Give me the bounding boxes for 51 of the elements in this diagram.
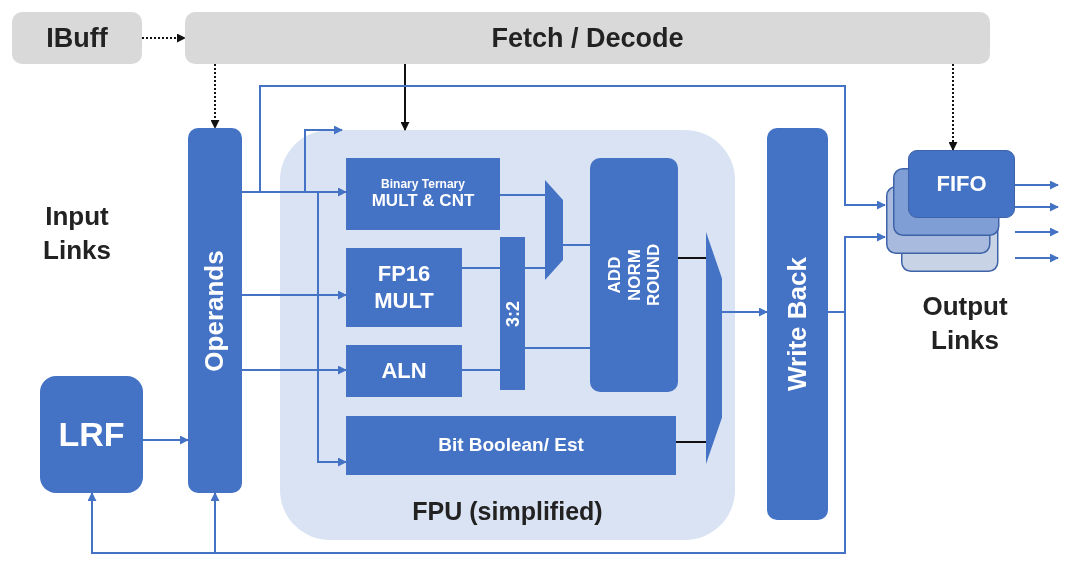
block-label: 3:2 [502, 300, 523, 327]
block-label: IBuff [46, 22, 108, 54]
arrow [1014, 180, 1059, 190]
arrow [1014, 253, 1059, 263]
connector-line [499, 194, 546, 196]
connector-line [461, 267, 501, 269]
multiplexer-trapezoid [706, 232, 722, 464]
block-label: ADD NORM ROUND [604, 244, 664, 306]
arrow [948, 63, 958, 151]
unit-box [346, 416, 676, 475]
unit-box [346, 345, 462, 397]
block-label: Binary Ternary [381, 176, 465, 191]
connector-line [562, 244, 591, 246]
block-label: MULT & CNT [371, 191, 475, 212]
buffer-box [12, 12, 142, 64]
unit-box [346, 158, 500, 230]
block-label: FP16 MULT [373, 261, 435, 314]
fpu-panel [280, 130, 735, 540]
connector-line [524, 347, 591, 349]
arrow [400, 63, 410, 131]
block-label: Bit Boolean/ Est [438, 434, 584, 457]
compressor-bar [500, 237, 525, 390]
arrow [142, 435, 189, 445]
block-label: FIFO [936, 171, 987, 197]
arrow [210, 63, 220, 129]
block-label: ALN [381, 357, 427, 385]
multiplexer-trapezoid [545, 180, 563, 280]
block-label: LRF [58, 414, 125, 455]
connector-line [524, 267, 546, 269]
arrow [141, 33, 186, 43]
block-label: Fetch / Decode [491, 22, 684, 54]
panel-title: FPU (simplified) [411, 497, 604, 526]
adder-box [590, 158, 678, 392]
block-label: Write Back [782, 257, 813, 391]
unit-box [346, 248, 462, 327]
connector-line [461, 369, 501, 371]
operands-bar [188, 128, 242, 493]
arrow [721, 307, 768, 317]
arrow [241, 365, 347, 375]
connector-line [675, 441, 707, 443]
arrow [1014, 202, 1059, 212]
register-file-box [40, 376, 143, 493]
decode-bar [185, 12, 990, 64]
arrow [210, 311, 846, 554]
side-label: Input Links [42, 200, 112, 267]
side-label: Output Links [921, 290, 1009, 357]
block-label: Operands [200, 249, 230, 372]
arrow [241, 290, 347, 300]
connector-line [677, 257, 707, 259]
write-back-bar [767, 128, 828, 520]
arrow [1014, 227, 1059, 237]
